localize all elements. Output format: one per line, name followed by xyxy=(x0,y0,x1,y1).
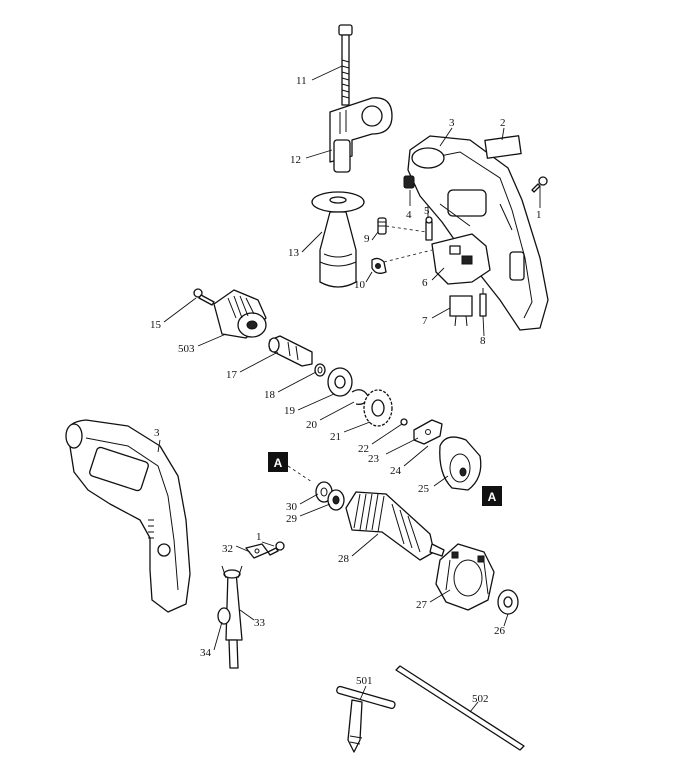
part-8-terminal xyxy=(479,288,487,317)
label-part-501: 501 xyxy=(356,675,373,687)
label-part-15: 15 xyxy=(150,319,162,331)
assembly-line-switch xyxy=(383,225,433,263)
label-part-9: 9 xyxy=(364,233,370,245)
part-501-chuck-key xyxy=(336,685,396,753)
label-part-13: 13 xyxy=(288,247,300,259)
label-part-5: 5 xyxy=(424,205,430,217)
label-part-4: 4 xyxy=(406,209,412,221)
label-part-2: 2 xyxy=(500,117,506,129)
label-part-24: 24 xyxy=(390,465,402,477)
label-part-7: 7 xyxy=(422,315,428,327)
label-part-33: 33 xyxy=(254,617,266,629)
part-22-ball xyxy=(400,418,408,426)
label-part-502: 502 xyxy=(472,693,489,705)
label-part-6: 6 xyxy=(422,277,428,289)
part-numbers: 11 12 13 3 2 1 4 5 9 10 6 7 8 15 503 17 … xyxy=(150,75,542,705)
label-part-3-upper: 3 xyxy=(449,117,455,129)
part-6-switch xyxy=(431,233,491,285)
marker-a-left-label: A xyxy=(274,456,283,470)
label-part-1-upper: 1 xyxy=(536,209,542,221)
label-part-25: 25 xyxy=(418,483,430,495)
part-11-bolt xyxy=(338,24,353,106)
part-3-housing-right xyxy=(407,135,549,331)
label-part-19: 19 xyxy=(284,405,296,417)
label-part-20: 20 xyxy=(306,419,318,431)
label-part-10: 10 xyxy=(354,279,366,291)
part-29-bearing xyxy=(327,489,345,511)
label-part-503: 503 xyxy=(178,343,195,355)
part-28-armature xyxy=(345,491,445,561)
label-part-8: 8 xyxy=(480,335,486,347)
marker-a-right-label: A xyxy=(488,490,497,504)
part-1-screw-upper xyxy=(531,176,548,193)
part-18-ring xyxy=(314,363,326,377)
leader-lines xyxy=(157,65,541,713)
part-19-bearing xyxy=(327,367,353,397)
marker-a-right: A xyxy=(482,486,502,506)
label-part-22: 22 xyxy=(358,443,369,455)
part-15-screw xyxy=(193,288,215,306)
label-part-17: 17 xyxy=(226,369,238,381)
part-4-block xyxy=(403,175,415,189)
label-part-32: 32 xyxy=(222,543,233,555)
assembly-line-a xyxy=(287,465,313,483)
part-32-cord-clamp xyxy=(245,543,269,559)
label-part-26: 26 xyxy=(494,625,506,637)
label-part-23: 23 xyxy=(368,453,380,465)
part-26-bearing xyxy=(497,589,519,615)
part-10-lever xyxy=(371,257,387,274)
part-34-cord xyxy=(217,607,239,669)
label-part-3-lower: 3 xyxy=(154,427,160,439)
part-27-field xyxy=(435,543,495,611)
label-part-18: 18 xyxy=(264,389,276,401)
part-13-side-handle xyxy=(311,191,365,288)
part-21-gear xyxy=(363,389,393,427)
label-part-29: 29 xyxy=(286,513,298,525)
part-5-pin xyxy=(425,216,433,241)
part-7-capacitor xyxy=(449,295,473,327)
part-3-housing-left xyxy=(65,419,191,613)
part-25-gear-housing xyxy=(439,436,482,491)
label-part-34: 34 xyxy=(200,647,212,659)
label-part-11: 11 xyxy=(296,75,307,87)
label-part-12: 12 xyxy=(290,154,301,166)
part-17-spindle xyxy=(268,335,313,367)
part-9-stop xyxy=(377,217,387,235)
part-1-screw-lower xyxy=(267,541,285,556)
label-part-1-lower: 1 xyxy=(256,531,262,543)
part-12-clamp xyxy=(329,97,393,173)
label-part-27: 27 xyxy=(416,599,428,611)
part-33-cord-guard xyxy=(221,565,243,641)
part-502-rod xyxy=(395,665,525,751)
part-503-chuck xyxy=(213,289,267,339)
marker-a-left: A xyxy=(268,452,288,472)
label-part-21: 21 xyxy=(330,431,341,443)
part-24-change-plate xyxy=(413,419,443,445)
label-part-30: 30 xyxy=(286,501,298,513)
label-part-28: 28 xyxy=(338,553,350,565)
part-2-label-plate xyxy=(484,135,522,159)
